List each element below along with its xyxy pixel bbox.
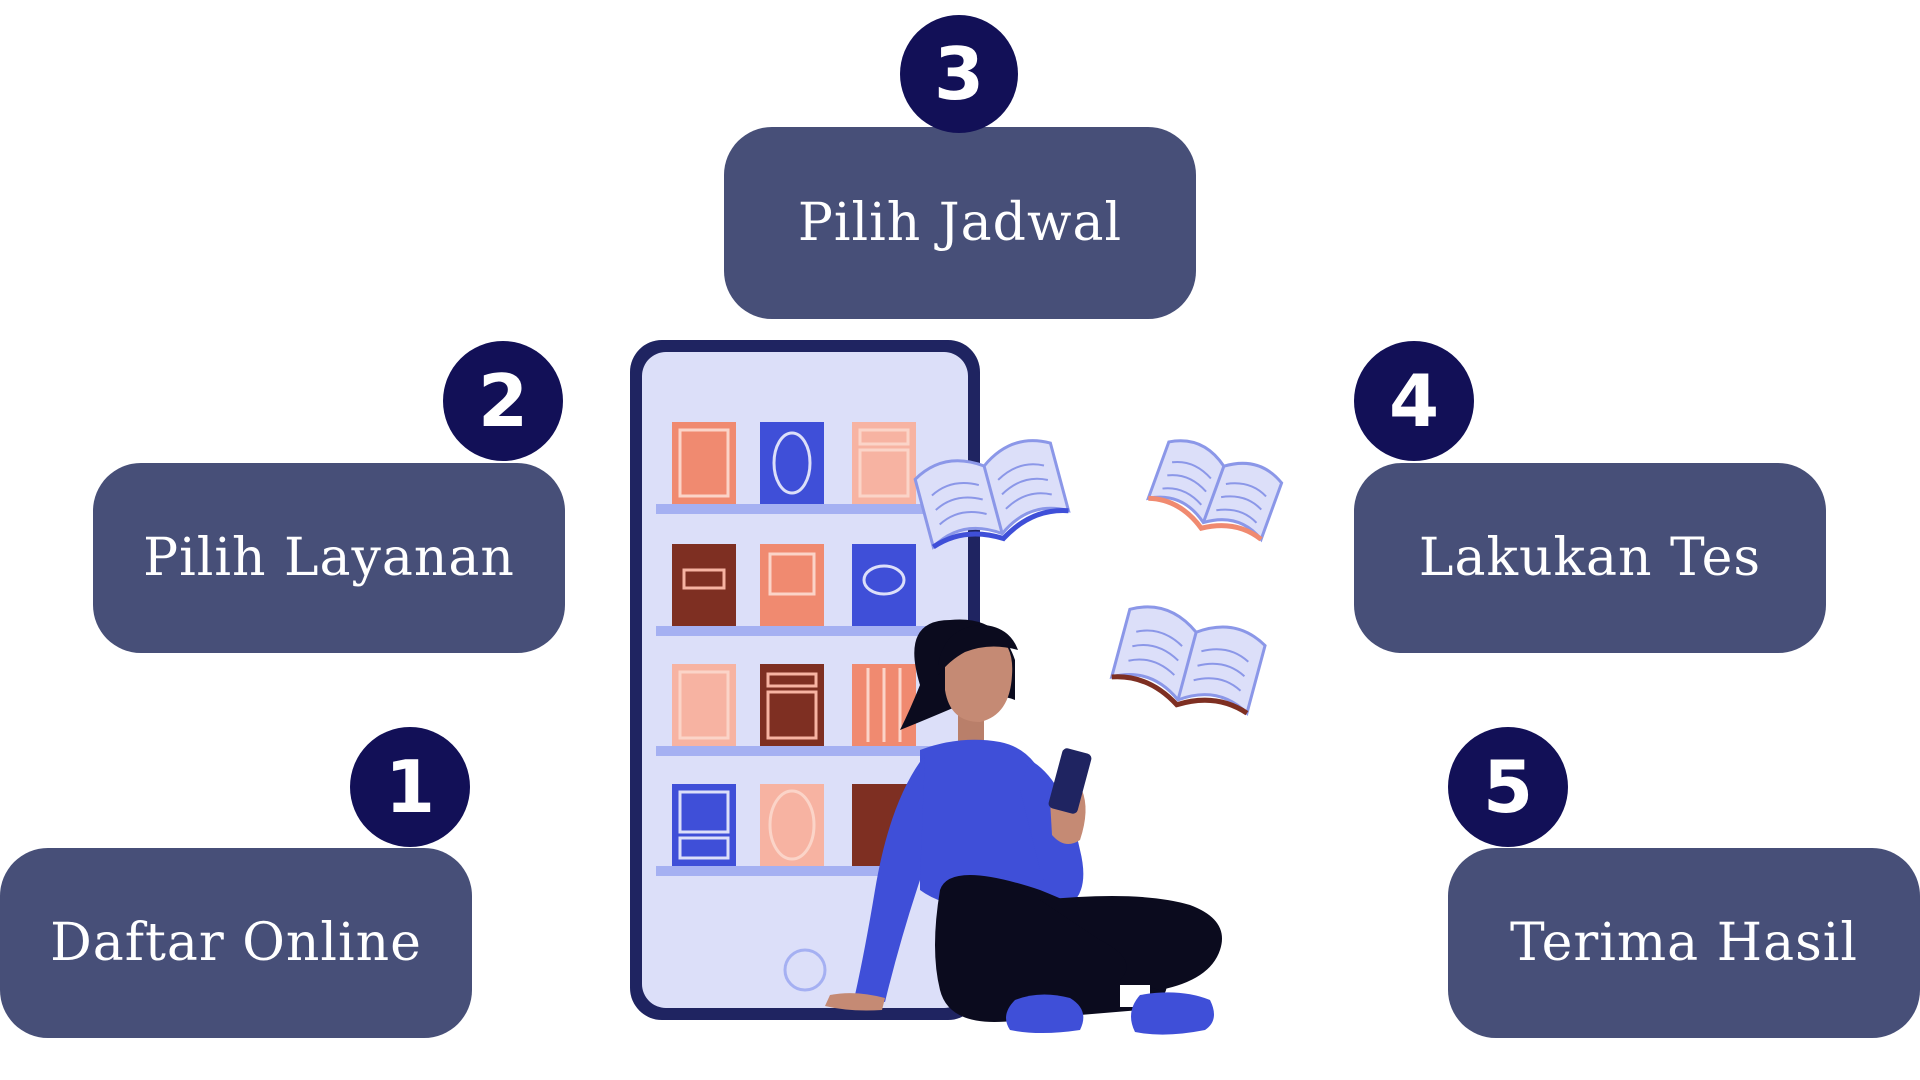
open-book-icon	[1109, 605, 1267, 717]
step-5-box: Terima Hasil	[1448, 848, 1920, 1038]
step-5-label: Terima Hasil	[1509, 913, 1859, 973]
step-5-number: 5	[1482, 745, 1534, 829]
step-3-label: Pilih Jadwal	[797, 193, 1123, 253]
step-3-box: Pilih Jadwal	[724, 127, 1196, 319]
open-book-icon	[913, 439, 1071, 550]
step-2-box: Pilih Layanan	[93, 463, 565, 653]
step-2-badge: 2	[443, 341, 563, 461]
step-4-label: Lakukan Tes	[1418, 528, 1762, 588]
open-book-icon	[1146, 439, 1284, 543]
person-reading-phone-illustration	[825, 619, 1222, 1035]
step-1-badge: 1	[350, 727, 470, 847]
step-2-number: 2	[477, 359, 529, 443]
reading-illustration	[630, 340, 1284, 1035]
step-3-number: 3	[933, 32, 985, 116]
step-4-box: Lakukan Tes	[1354, 463, 1826, 653]
step-1-box: Daftar Online	[0, 848, 472, 1038]
step-4-number: 4	[1388, 359, 1440, 443]
step-5-badge: 5	[1448, 727, 1568, 847]
step-2-label: Pilih Layanan	[143, 528, 515, 588]
step-3-badge: 3	[900, 15, 1018, 133]
step-4-badge: 4	[1354, 341, 1474, 461]
step-1-number: 1	[384, 745, 436, 829]
step-1-label: Daftar Online	[50, 913, 422, 973]
